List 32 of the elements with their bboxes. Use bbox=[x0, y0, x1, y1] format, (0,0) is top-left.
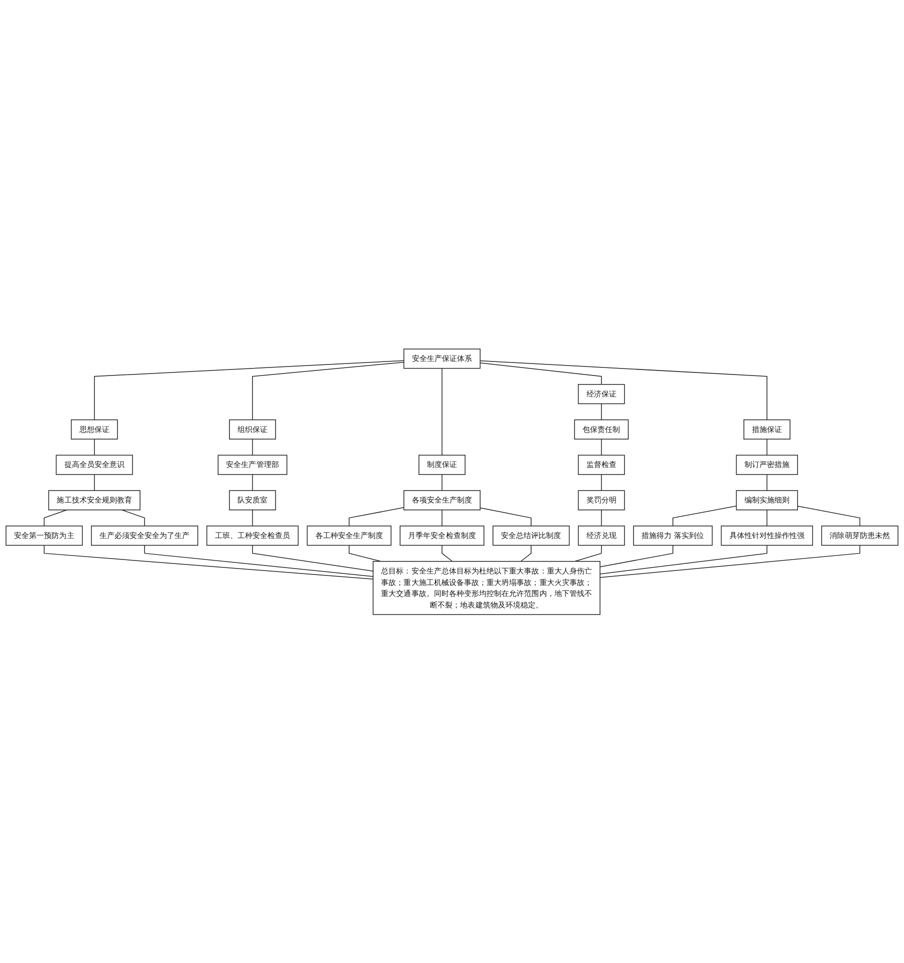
connector bbox=[252, 362, 404, 420]
connector bbox=[348, 544, 382, 562]
connector bbox=[442, 544, 453, 562]
connector bbox=[252, 474, 253, 491]
connector bbox=[600, 544, 674, 567]
connector bbox=[94, 438, 95, 456]
connector bbox=[252, 544, 374, 572]
connector bbox=[766, 474, 768, 491]
connector bbox=[520, 544, 532, 562]
connector bbox=[601, 438, 602, 456]
connector bbox=[44, 544, 374, 580]
connector bbox=[252, 438, 253, 456]
connector bbox=[601, 509, 602, 526]
connector bbox=[144, 544, 374, 577]
connector bbox=[574, 544, 602, 562]
connector bbox=[672, 505, 737, 526]
connector bbox=[94, 360, 404, 420]
connector bbox=[797, 505, 860, 526]
connector bbox=[121, 509, 145, 526]
connector bbox=[480, 362, 602, 384]
connector bbox=[480, 360, 768, 420]
connector bbox=[94, 474, 95, 491]
connector bbox=[601, 474, 602, 491]
connector bbox=[252, 509, 253, 526]
connector bbox=[600, 544, 768, 574]
connector bbox=[766, 509, 768, 526]
connector bbox=[480, 507, 532, 526]
connector bbox=[601, 403, 602, 420]
connector bbox=[766, 438, 768, 456]
connector bbox=[600, 544, 860, 578]
connector bbox=[44, 509, 68, 526]
connector bbox=[348, 506, 404, 526]
